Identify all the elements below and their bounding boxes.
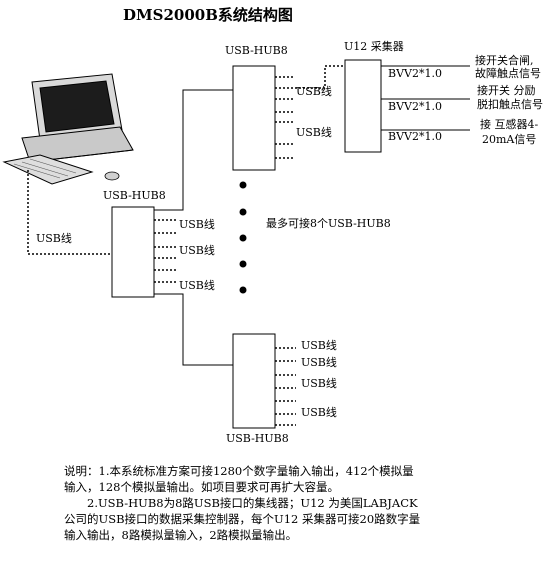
u12-box (344, 59, 382, 153)
u12-label: U12 采集器 (344, 40, 404, 53)
note-line-2: 2.USB-HUB8为8路USB接口的集线器；U12 为美国LABJACK公司的… (64, 496, 421, 542)
signal-label: 接 互感器4- (480, 118, 539, 131)
hub-bottom-port-label: USB线 (301, 377, 337, 390)
hub-bottom-port-label: USB线 (301, 356, 337, 369)
hub-top-box (232, 65, 276, 171)
hub-top-label: USB-HUB8 (225, 44, 288, 57)
hub-left-port-label: USB线 (179, 218, 215, 231)
cable-spec-label: BVV2*1.0 (388, 130, 442, 143)
signal-label: 20mA信号 (482, 133, 537, 146)
signal-label: 脱扣触点信号 (477, 98, 543, 111)
hub-bottom-port-label: USB线 (301, 406, 337, 419)
cable-spec-label: BVV2*1.0 (388, 67, 442, 80)
hub-left-port-label: USB线 (179, 244, 215, 257)
hub-bottom-port-label: USB线 (301, 339, 337, 352)
computer-icon (2, 73, 134, 185)
signal-label: 接开关合闸, (475, 54, 534, 67)
signal-label: 故障触点信号 (475, 67, 541, 80)
diagram-title: DMS2000B系统结构图 (123, 6, 293, 24)
note-line-1: 说明：1.本系统标准方案可接1280个数字量输入输出，412个模拟量输入，128… (64, 464, 414, 494)
signal-label: 接开关 分励 (477, 84, 536, 97)
hub-left-port-label: USB线 (179, 279, 215, 292)
notes-block: 说明：1.本系统标准方案可接1280个数字量输入输出，412个模拟量输入，128… (64, 463, 424, 543)
more-hubs-dots (239, 181, 247, 294)
hub-left-box (111, 206, 155, 298)
hub-top-port-label: USB线 (296, 126, 332, 139)
hub-bottom-label: USB-HUB8 (226, 432, 289, 445)
hub-top-port-label: USB线 (296, 85, 332, 98)
pc-usb-cable-label: USB线 (36, 232, 72, 245)
max-hubs-note: 最多可接8个USB-HUB8 (266, 217, 391, 230)
hub-bottom-box (232, 333, 276, 429)
cable-spec-label: BVV2*1.0 (388, 100, 442, 113)
hub-left-label: USB-HUB8 (103, 189, 166, 202)
